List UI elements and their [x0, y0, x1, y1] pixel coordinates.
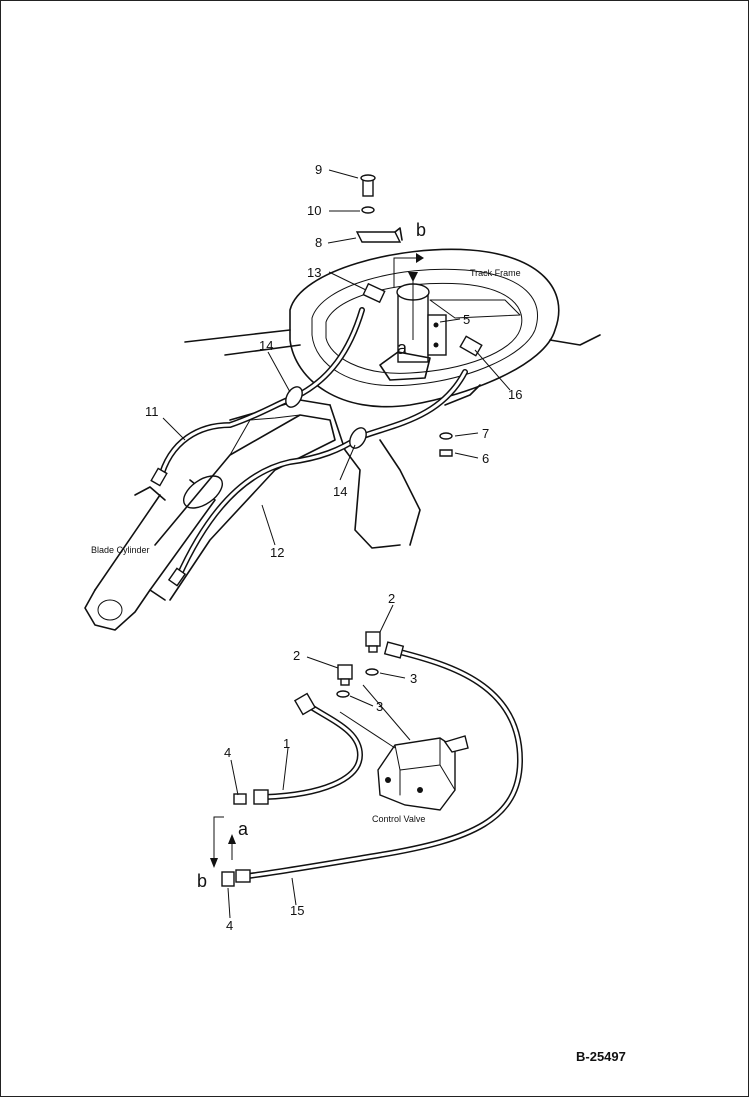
part-label-8: 8 [315, 235, 322, 250]
part-label-3-right: 3 [410, 671, 417, 686]
drawing-id: B-25497 [576, 1049, 626, 1064]
part-label-12: 12 [270, 545, 284, 560]
part-label-9: 9 [315, 162, 322, 177]
track-frame [184, 248, 601, 549]
part-label-2-left: 2 [293, 648, 300, 663]
blade-cylinder [84, 414, 336, 631]
control-valve [339, 684, 469, 811]
track-frame-caption: Track Frame [470, 268, 521, 278]
part-label-16: 16 [508, 387, 522, 402]
fittings-lower [221, 631, 405, 887]
part-label-4-upper: 4 [224, 745, 231, 760]
part-label-2-right: 2 [388, 591, 395, 606]
control-valve-caption: Control Valve [372, 814, 425, 824]
hose-fittings-upper [150, 282, 483, 587]
part-label-4-lower: 4 [226, 918, 233, 933]
hoses-lower [245, 649, 524, 879]
view-marks: b a a b [197, 220, 426, 891]
part-label-6: 6 [482, 451, 489, 466]
leaders-upper [162, 169, 511, 546]
view-mark-b-upper: b [416, 220, 426, 240]
blade-cylinder-caption: Blade Cylinder [91, 545, 150, 555]
hoses-upper [157, 307, 468, 581]
captions: Track Frame Blade Cylinder Control Valve… [91, 268, 626, 1064]
view-mark-a-lower: a [238, 819, 249, 839]
part-label-5: 5 [463, 312, 470, 327]
part-label-13: 13 [307, 265, 321, 280]
part-labels: 9 10 8 13 5 14 16 11 7 6 14 12 2 2 3 3 1… [145, 162, 522, 933]
bracket-and-bolt [355, 174, 453, 457]
part-label-14-upper: 14 [259, 338, 273, 353]
view-mark-a-upper: a [397, 338, 408, 358]
part-label-1: 1 [283, 736, 290, 751]
part-label-10: 10 [307, 203, 321, 218]
part-label-3-left: 3 [376, 699, 383, 714]
leaders-lower [210, 604, 406, 919]
part-label-14-lower: 14 [333, 484, 347, 499]
part-label-15: 15 [290, 903, 304, 918]
part-label-11: 11 [145, 404, 159, 419]
view-mark-b-lower: b [197, 871, 207, 891]
part-label-7: 7 [482, 426, 489, 441]
